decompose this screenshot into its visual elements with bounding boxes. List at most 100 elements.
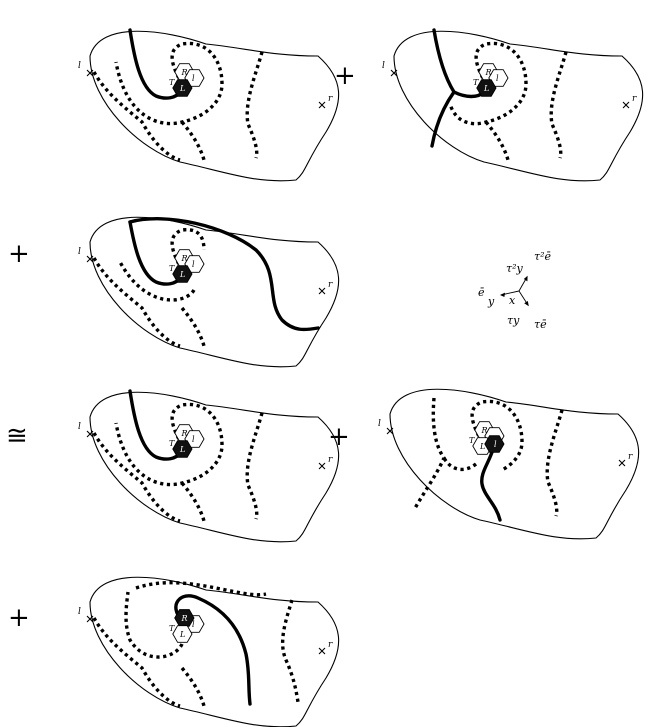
hexagon-filled bbox=[476, 79, 497, 97]
left-endpoint: l bbox=[78, 422, 94, 438]
panel-2: R L l T l r bbox=[382, 28, 644, 182]
left-endpoint-label: l bbox=[78, 422, 81, 432]
left-endpoint-label: l bbox=[78, 247, 81, 257]
hex-label-left: T bbox=[169, 439, 175, 448]
right-endpoint: r bbox=[318, 94, 333, 109]
hexagon-filled-top bbox=[174, 609, 195, 627]
right-endpoint-label: r bbox=[328, 280, 333, 290]
axis-legend: τ²y τ²ē ē y x τy τē bbox=[478, 250, 551, 331]
panel-3: R L l T l r bbox=[78, 216, 340, 368]
hex-label-right: l bbox=[494, 440, 497, 449]
dotted-curve-spiral bbox=[470, 399, 524, 472]
dotted-curve-left bbox=[92, 71, 181, 162]
solid-curve bbox=[174, 594, 252, 706]
hex-label-right: l bbox=[192, 435, 195, 444]
right-endpoint: r bbox=[622, 94, 637, 109]
dotted-curve-left bbox=[92, 617, 181, 708]
solid-curve bbox=[480, 444, 502, 522]
axis-label-upper-left: τ²y bbox=[506, 262, 523, 275]
hex-label-top: R bbox=[181, 254, 188, 263]
hex-label-left: T bbox=[169, 78, 175, 87]
dotted-curve-left bbox=[412, 397, 446, 511]
dotted-curve-right bbox=[545, 409, 564, 517]
dotted-curve-bottom bbox=[180, 306, 206, 347]
axis-label-left: ē bbox=[478, 286, 485, 299]
region-outline bbox=[89, 30, 340, 182]
right-endpoint: r bbox=[318, 640, 333, 655]
axis-arrowhead-down bbox=[524, 301, 529, 307]
axis-label-lower-right: τē bbox=[534, 318, 547, 331]
panel-5: R L l T l r bbox=[378, 388, 640, 540]
dotted-curve-right bbox=[245, 412, 264, 520]
region-outline bbox=[89, 216, 340, 368]
hex-label-left: T bbox=[473, 78, 479, 87]
axis-arrowhead-left bbox=[500, 292, 505, 297]
dotted-curve-spiral bbox=[448, 41, 528, 126]
dotted-curve-bottom bbox=[484, 120, 510, 161]
hex-label-right: l bbox=[496, 74, 499, 83]
hex-label-right: l bbox=[192, 620, 195, 629]
dotted-curve-right bbox=[281, 599, 300, 703]
dotted-curve-left bbox=[92, 257, 181, 348]
region-outline bbox=[393, 30, 644, 182]
panel-1: R L l T l r bbox=[78, 28, 340, 182]
dotted-curve-left bbox=[92, 432, 181, 523]
hex-label-bottom: L bbox=[179, 84, 185, 93]
operator-congruent: ≅ bbox=[6, 421, 28, 451]
dotted-curve-bottom bbox=[180, 481, 206, 522]
hexagon-filled bbox=[172, 79, 193, 97]
left-endpoint-label: l bbox=[378, 419, 381, 429]
right-endpoint: r bbox=[318, 280, 333, 295]
hexagon-bottom bbox=[172, 625, 193, 643]
axis-label-y: y bbox=[487, 295, 495, 308]
region-outline bbox=[89, 391, 340, 543]
hex-label-left: T bbox=[169, 624, 175, 633]
operator-plus-1: + bbox=[334, 61, 356, 91]
hex-label-top: R bbox=[481, 426, 488, 435]
right-endpoint: r bbox=[618, 452, 633, 467]
dotted-curve-inner bbox=[442, 457, 478, 472]
axis-arrowhead-up bbox=[523, 275, 528, 282]
axis-label-upper-right: τ²ē bbox=[534, 250, 551, 263]
hex-label-bottom: L bbox=[179, 270, 185, 279]
dotted-curve-right bbox=[549, 51, 568, 159]
hex-label-top: R bbox=[485, 68, 492, 77]
region-outline bbox=[389, 388, 640, 540]
panel-4: R L l T l r bbox=[78, 389, 340, 543]
operator-plus-3: + bbox=[328, 422, 350, 452]
hex-label-left: T bbox=[169, 264, 175, 273]
dotted-curve-inner bbox=[118, 261, 196, 302]
right-endpoint-label: r bbox=[628, 452, 633, 462]
hex-label-left: T bbox=[469, 436, 475, 445]
operator-plus-4: + bbox=[8, 603, 30, 633]
dotted-curve-inner bbox=[124, 591, 184, 659]
right-endpoint-label: r bbox=[328, 640, 333, 650]
solid-curve bbox=[128, 28, 182, 100]
solid-curve-short bbox=[128, 220, 182, 286]
hexagon-filled bbox=[172, 440, 193, 458]
dotted-curve-top bbox=[135, 580, 267, 597]
left-endpoint: l bbox=[378, 419, 394, 435]
left-endpoint-label: l bbox=[382, 61, 385, 71]
solid-curve bbox=[128, 389, 182, 461]
hex-label-top: R bbox=[181, 614, 188, 623]
hex-label-bottom: L bbox=[483, 84, 489, 93]
hex-label-right: l bbox=[192, 74, 195, 83]
hex-label-top: R bbox=[181, 68, 188, 77]
left-endpoint: l bbox=[78, 607, 94, 623]
left-endpoint-label: l bbox=[78, 607, 81, 617]
hex-label-bottom: L bbox=[179, 630, 185, 639]
right-endpoint: r bbox=[318, 455, 333, 470]
dotted-curve-bottom bbox=[180, 120, 206, 161]
hex-label-top: R bbox=[181, 429, 188, 438]
solid-curve-lower bbox=[430, 90, 456, 148]
dotted-curve-bottom bbox=[180, 666, 206, 707]
right-endpoint-label: r bbox=[328, 94, 333, 104]
dotted-curve-spiral bbox=[170, 228, 206, 271]
left-endpoint-label: l bbox=[78, 61, 81, 71]
left-endpoint: l bbox=[78, 61, 94, 77]
solid-curve-long bbox=[128, 217, 320, 332]
hex-label-right: l bbox=[192, 260, 195, 269]
right-endpoint-label: r bbox=[632, 94, 637, 104]
